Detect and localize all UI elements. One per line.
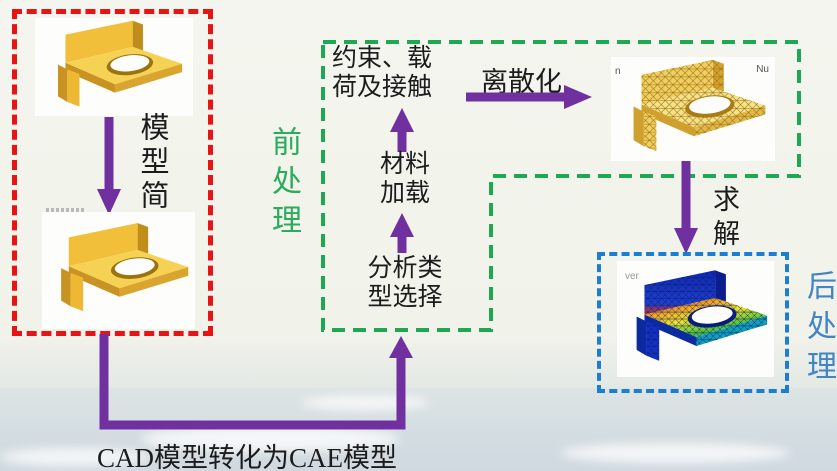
post-processing-frame (597, 252, 789, 393)
material-to-constraints-arrow (390, 108, 414, 152)
result-ui-text: ver (625, 271, 639, 282)
post-processing-title: 后处理 (802, 270, 835, 390)
solve-label: 求解 (709, 185, 739, 253)
analysis-to-material-arrow (390, 213, 414, 253)
simplify-down-arrow (97, 117, 121, 215)
solve-down-arrow (674, 161, 698, 254)
step-material-loading: 材料 加载 (379, 151, 430, 207)
discretize-right-arrow (466, 85, 592, 109)
cad-to-cae-connector-arrow (99, 334, 413, 430)
wave-foam (0, 448, 150, 466)
background-ocean-band (0, 388, 837, 471)
fea-result-image: ver (617, 261, 774, 377)
cad-bracket-illustration (58, 20, 183, 107)
cad-model-frame (12, 9, 213, 336)
mesh-bracket-illustration (633, 59, 766, 152)
wave-foam (560, 443, 790, 463)
watermark-artifact (46, 208, 84, 213)
cad-to-cae-caption: CAD模型转化为CAE模型 (97, 443, 398, 471)
step-analysis-type: 分析类 型选择 (367, 255, 443, 311)
mesh-model-image: n Nu (611, 57, 775, 161)
pre-processing-title: 前处理 (267, 126, 300, 243)
wave-foam (140, 426, 400, 452)
mesh-ui-text-right: Nu (756, 64, 769, 75)
cad-model-original-image (35, 18, 193, 116)
cad-model-simplified-image (42, 212, 195, 329)
fea-bracket-illustration (636, 270, 768, 361)
discretize-label: 离散化 (481, 67, 562, 97)
mesh-ui-text-left: n (615, 66, 621, 77)
cad-bracket-simplified-illustration (61, 223, 189, 312)
step-constraints-loads-contact: 约束、载 荷及接触 (332, 45, 433, 101)
